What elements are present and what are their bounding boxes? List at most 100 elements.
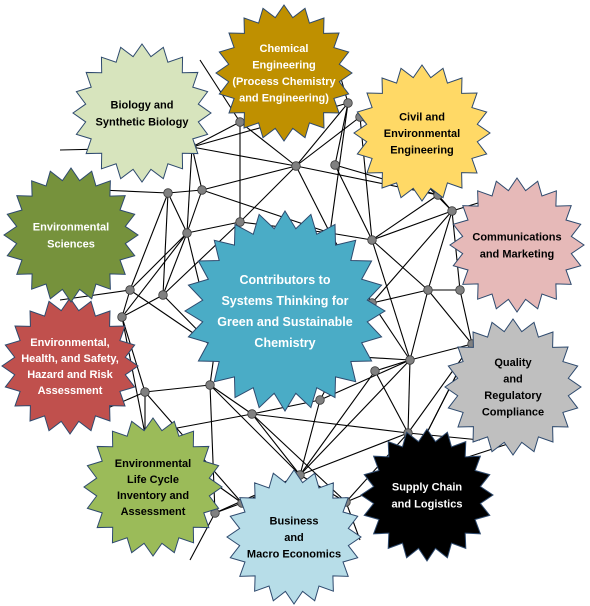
connection-line xyxy=(214,502,243,514)
connection-line xyxy=(201,165,297,191)
connection-line xyxy=(329,102,349,234)
discipline-label-line: and Marketing xyxy=(480,248,555,260)
star-shape xyxy=(215,4,353,142)
discipline-label-line: Synthetic Biology xyxy=(96,116,190,128)
connection-line xyxy=(299,370,376,476)
center-label-line: Contributors to xyxy=(240,273,331,287)
discipline-label-line: and Engineering) xyxy=(239,93,329,105)
star-shape xyxy=(3,167,139,303)
connection-line xyxy=(121,232,188,318)
connection-node xyxy=(343,98,353,108)
connection-line xyxy=(167,189,203,194)
discipline-label-line: Environmental xyxy=(115,458,191,470)
connection-node xyxy=(370,366,380,376)
discipline-label-line: Macro Economics xyxy=(247,548,341,560)
discipline-label-line: Environmental xyxy=(33,221,109,233)
connection-line xyxy=(374,359,411,372)
connection-line xyxy=(374,370,409,434)
discipline-label-line: Chemical xyxy=(260,43,309,55)
connection-node xyxy=(117,312,127,322)
connection-line xyxy=(251,413,301,476)
connection-line xyxy=(251,413,409,434)
connection-node xyxy=(163,188,173,198)
connection-node xyxy=(330,160,340,170)
discipline-label-line: and Logistics xyxy=(392,498,463,510)
discipline-star-communications-marketing: Communications and Marketing xyxy=(449,177,585,313)
connection-line xyxy=(121,294,164,318)
discipline-label-line: Sciences xyxy=(47,238,95,250)
connection-line xyxy=(334,102,349,166)
connection-line xyxy=(407,343,473,434)
star-shape xyxy=(72,43,212,183)
connection-line xyxy=(427,289,473,345)
star-shape xyxy=(226,469,362,605)
connection-line xyxy=(427,210,453,291)
star-shape xyxy=(449,177,585,313)
connection-line xyxy=(99,189,169,194)
connection-node xyxy=(235,217,245,227)
connection-line xyxy=(129,232,188,291)
connection-line xyxy=(295,102,349,167)
connection-node xyxy=(247,409,257,419)
discipline-label-line: Communications xyxy=(472,231,561,243)
connection-node xyxy=(125,285,135,295)
discipline-label-line: Civil and xyxy=(399,111,445,123)
discipline-label-line: and xyxy=(503,374,523,386)
connection-line xyxy=(459,289,473,345)
connection-node xyxy=(158,290,168,300)
discipline-label-line: Engineering xyxy=(252,60,316,72)
connection-line xyxy=(299,359,411,476)
connection-line xyxy=(295,165,331,234)
discipline-label-line: and xyxy=(284,532,304,544)
discipline-label-line: Assessment xyxy=(121,506,186,518)
connection-line xyxy=(371,210,453,241)
connection-line xyxy=(239,121,297,167)
connection-line xyxy=(121,316,146,435)
connection-line xyxy=(191,121,241,148)
star-shape xyxy=(360,428,494,562)
connection-line xyxy=(186,146,193,234)
connection-line xyxy=(186,221,241,234)
center-label-line: Chemistry xyxy=(254,336,315,350)
connection-node xyxy=(182,228,192,238)
discipline-label-line: Biology and xyxy=(111,99,174,111)
connection-node xyxy=(235,117,245,127)
connection-line xyxy=(209,384,253,415)
connection-line xyxy=(162,221,241,296)
star-shape xyxy=(83,417,223,557)
connection-line xyxy=(144,384,211,393)
connection-line xyxy=(371,194,439,241)
discipline-label-line: Quality xyxy=(494,357,532,369)
connection-line xyxy=(295,116,361,167)
star-shape xyxy=(444,318,582,456)
connection-node xyxy=(197,185,207,195)
connection-line xyxy=(189,512,216,561)
connection-node xyxy=(291,161,301,171)
connection-line xyxy=(167,192,188,234)
connection-node xyxy=(455,285,465,295)
connection-line xyxy=(371,239,411,361)
connection-line xyxy=(409,289,429,361)
connection-line xyxy=(329,232,373,241)
discipline-label-line: Health, and Safety, xyxy=(21,353,119,365)
discipline-label-line: (Process Chemistry xyxy=(232,76,336,88)
center-label-line: Systems Thinking for xyxy=(221,294,348,308)
discipline-label-line: Engineering xyxy=(390,144,454,156)
connection-line xyxy=(162,192,169,296)
connection-line xyxy=(129,192,169,291)
discipline-label-line: Regulatory xyxy=(484,390,542,402)
discipline-label-line: Compliance xyxy=(482,407,544,419)
connection-line xyxy=(407,359,411,434)
connection-line xyxy=(239,165,297,223)
discipline-label-line: Business xyxy=(270,515,319,527)
discipline-label-line: Life Cycle xyxy=(127,474,179,486)
